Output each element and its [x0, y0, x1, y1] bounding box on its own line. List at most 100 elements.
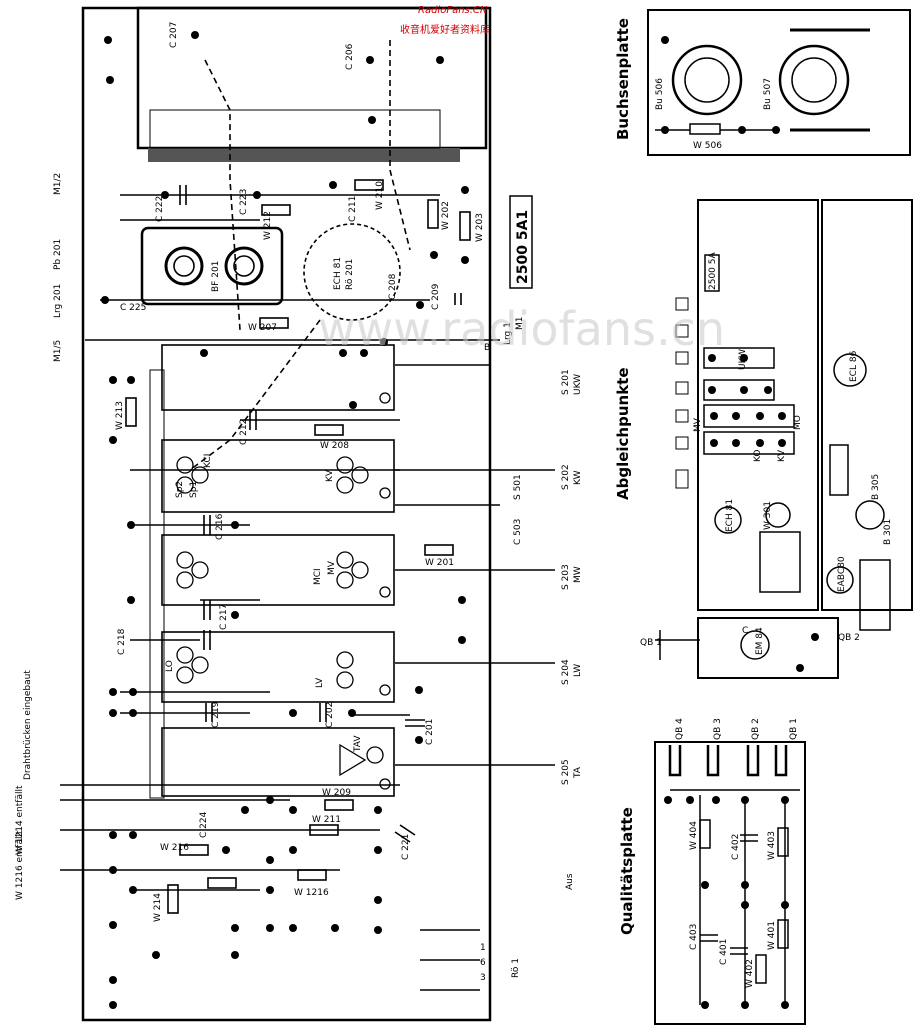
qualitaetsplatte-title: Qualitätsplatte: [618, 807, 636, 935]
label-bf201: BF 201: [211, 261, 221, 292]
label-c216: C 216: [215, 513, 225, 540]
abgleich-qb1: QB 1: [640, 638, 662, 648]
buchsenplatte-dots: [661, 36, 780, 134]
abgleichpunkte-squares: [675, 297, 689, 489]
abgleich-ko: KO: [753, 450, 763, 463]
switch-s201: S 201: [561, 369, 571, 395]
switch-ukw: UKW: [573, 374, 583, 395]
buchsenplatte-bu507: Bu 507: [763, 78, 773, 110]
left-lrg201: Lrg 201: [53, 284, 63, 318]
label-c221: C 221: [401, 834, 411, 860]
abgleichpunkte-board: [655, 199, 913, 679]
qualitaetsplatte-board: [654, 741, 806, 1025]
label-c209: C 209: [431, 283, 441, 310]
label-c219: C 219: [211, 701, 221, 728]
switch-ta: TA: [573, 766, 583, 779]
qualitaetsplatte-dots: [664, 796, 789, 1009]
abgleich-b305: B 305: [871, 474, 881, 500]
label-w201: W 201: [425, 558, 454, 568]
label-w211: W 211: [312, 815, 341, 825]
right-ro1: Rö 1: [511, 958, 521, 978]
label-mv: MV: [327, 560, 337, 575]
board-solder-dots: [101, 31, 469, 1009]
label-w1216: W 1216: [294, 888, 329, 898]
abgleich-em84: EM 84: [755, 627, 765, 655]
abgleich-ukw: UKW: [738, 349, 748, 370]
abgleich-ecl86: ECL 86: [849, 350, 859, 382]
label-tav: TAV: [353, 735, 363, 753]
switch-s204: S 204: [561, 659, 571, 685]
qualitaet-w403: W 403: [767, 831, 777, 860]
watermark-site: RadioFans.CN: [418, 5, 488, 16]
label-c503: C 503: [513, 519, 523, 545]
label-w207: W 207: [248, 323, 277, 333]
right-m1: M1: [515, 317, 525, 331]
qualitaet-c402: C 402: [731, 834, 741, 860]
label-c206: C 206: [345, 43, 355, 70]
main-board-labels: C 207 C 206 C 222 C 223 W 212 W 210 W 20…: [15, 22, 583, 983]
left-m1-2: M1/2: [53, 173, 63, 195]
right-lrg1: Lrg 1: [503, 322, 513, 345]
switch-mw: MW: [573, 566, 583, 583]
qualitaet-c403: C 403: [689, 924, 699, 950]
label-w202: W 202: [441, 201, 451, 230]
left-m1-5: M1/5: [53, 340, 63, 362]
label-c222: C 222: [155, 196, 165, 222]
buchsenplatte-bu506: Bu 506: [655, 78, 665, 110]
switch-kw: KW: [573, 470, 583, 485]
label-mci: MCI: [313, 568, 323, 585]
label-s501: S 501: [513, 474, 523, 500]
qualitaet-w401: W 401: [767, 921, 777, 950]
abgleich-b301: B 301: [883, 519, 893, 545]
label-w210: W 210: [375, 181, 385, 210]
label-c225: C 225: [120, 303, 146, 313]
label-ech81: ECH 81: [333, 257, 343, 290]
qualitaet-qb2: QB 2: [751, 718, 761, 740]
label-w214: W 214: [153, 893, 163, 922]
label-lv: LV: [315, 677, 325, 688]
abgleich-model: 2500 5A: [708, 252, 718, 290]
label-w212: W 212: [263, 211, 273, 240]
label-c218: C 218: [117, 628, 127, 655]
watermark-center: www.radiofans.cn: [318, 302, 725, 356]
label-c208: C 208: [388, 273, 398, 300]
main-board: [60, 6, 555, 1022]
main-board-components: [125, 179, 471, 914]
label-c212: C 212: [239, 419, 249, 445]
abgleich-qb2: QB 2: [838, 633, 860, 643]
switch-lw: LW: [573, 664, 583, 677]
buchsenplatte-w506: W 506: [693, 141, 722, 151]
label-w203: W 203: [475, 213, 485, 242]
abgleich-w301: W 301: [763, 501, 773, 530]
left-drahtbruecken: Drahtbrücken eingebaut: [23, 670, 33, 780]
model-label: 2500 5A1: [515, 210, 531, 284]
abgleich-mo: MO: [793, 415, 803, 430]
label-w209: W 209: [322, 788, 351, 798]
switch-s202: S 202: [561, 464, 571, 490]
label-kv: KV: [325, 469, 335, 482]
qualitaet-qb4: QB 4: [675, 718, 685, 740]
abgleich-eabc80: EABC80: [837, 556, 847, 592]
label-lo: LO: [165, 660, 175, 672]
coil-clusters: [176, 392, 391, 790]
qualitaet-qb3: QB 3: [713, 718, 723, 740]
label-c207: C 207: [169, 22, 179, 48]
label-w213: W 213: [115, 401, 125, 430]
model-label-box: [509, 195, 533, 289]
label-c202: C 202: [325, 702, 335, 728]
abgleich-c: C: [742, 626, 748, 636]
label-sp2: Sp2: [175, 481, 185, 498]
label-c217: C 217: [219, 604, 229, 630]
watermark-cn: 收音机爱好者资料库: [400, 23, 490, 36]
label-c223: C 223: [239, 189, 249, 215]
buchsenplatte-title: Buchsenplatte: [614, 18, 632, 140]
qualitaet-w404: W 404: [689, 821, 699, 850]
switch-s205: S 205: [561, 759, 571, 785]
label-c201: C 201: [425, 719, 435, 745]
label-c224: C 224: [199, 811, 209, 838]
abgleich-kv: KV: [777, 449, 787, 462]
abgleich-ech81: ECH 81: [725, 499, 735, 532]
label-c211: C 211: [348, 196, 358, 222]
label-ro201: Rö 201: [345, 259, 355, 290]
